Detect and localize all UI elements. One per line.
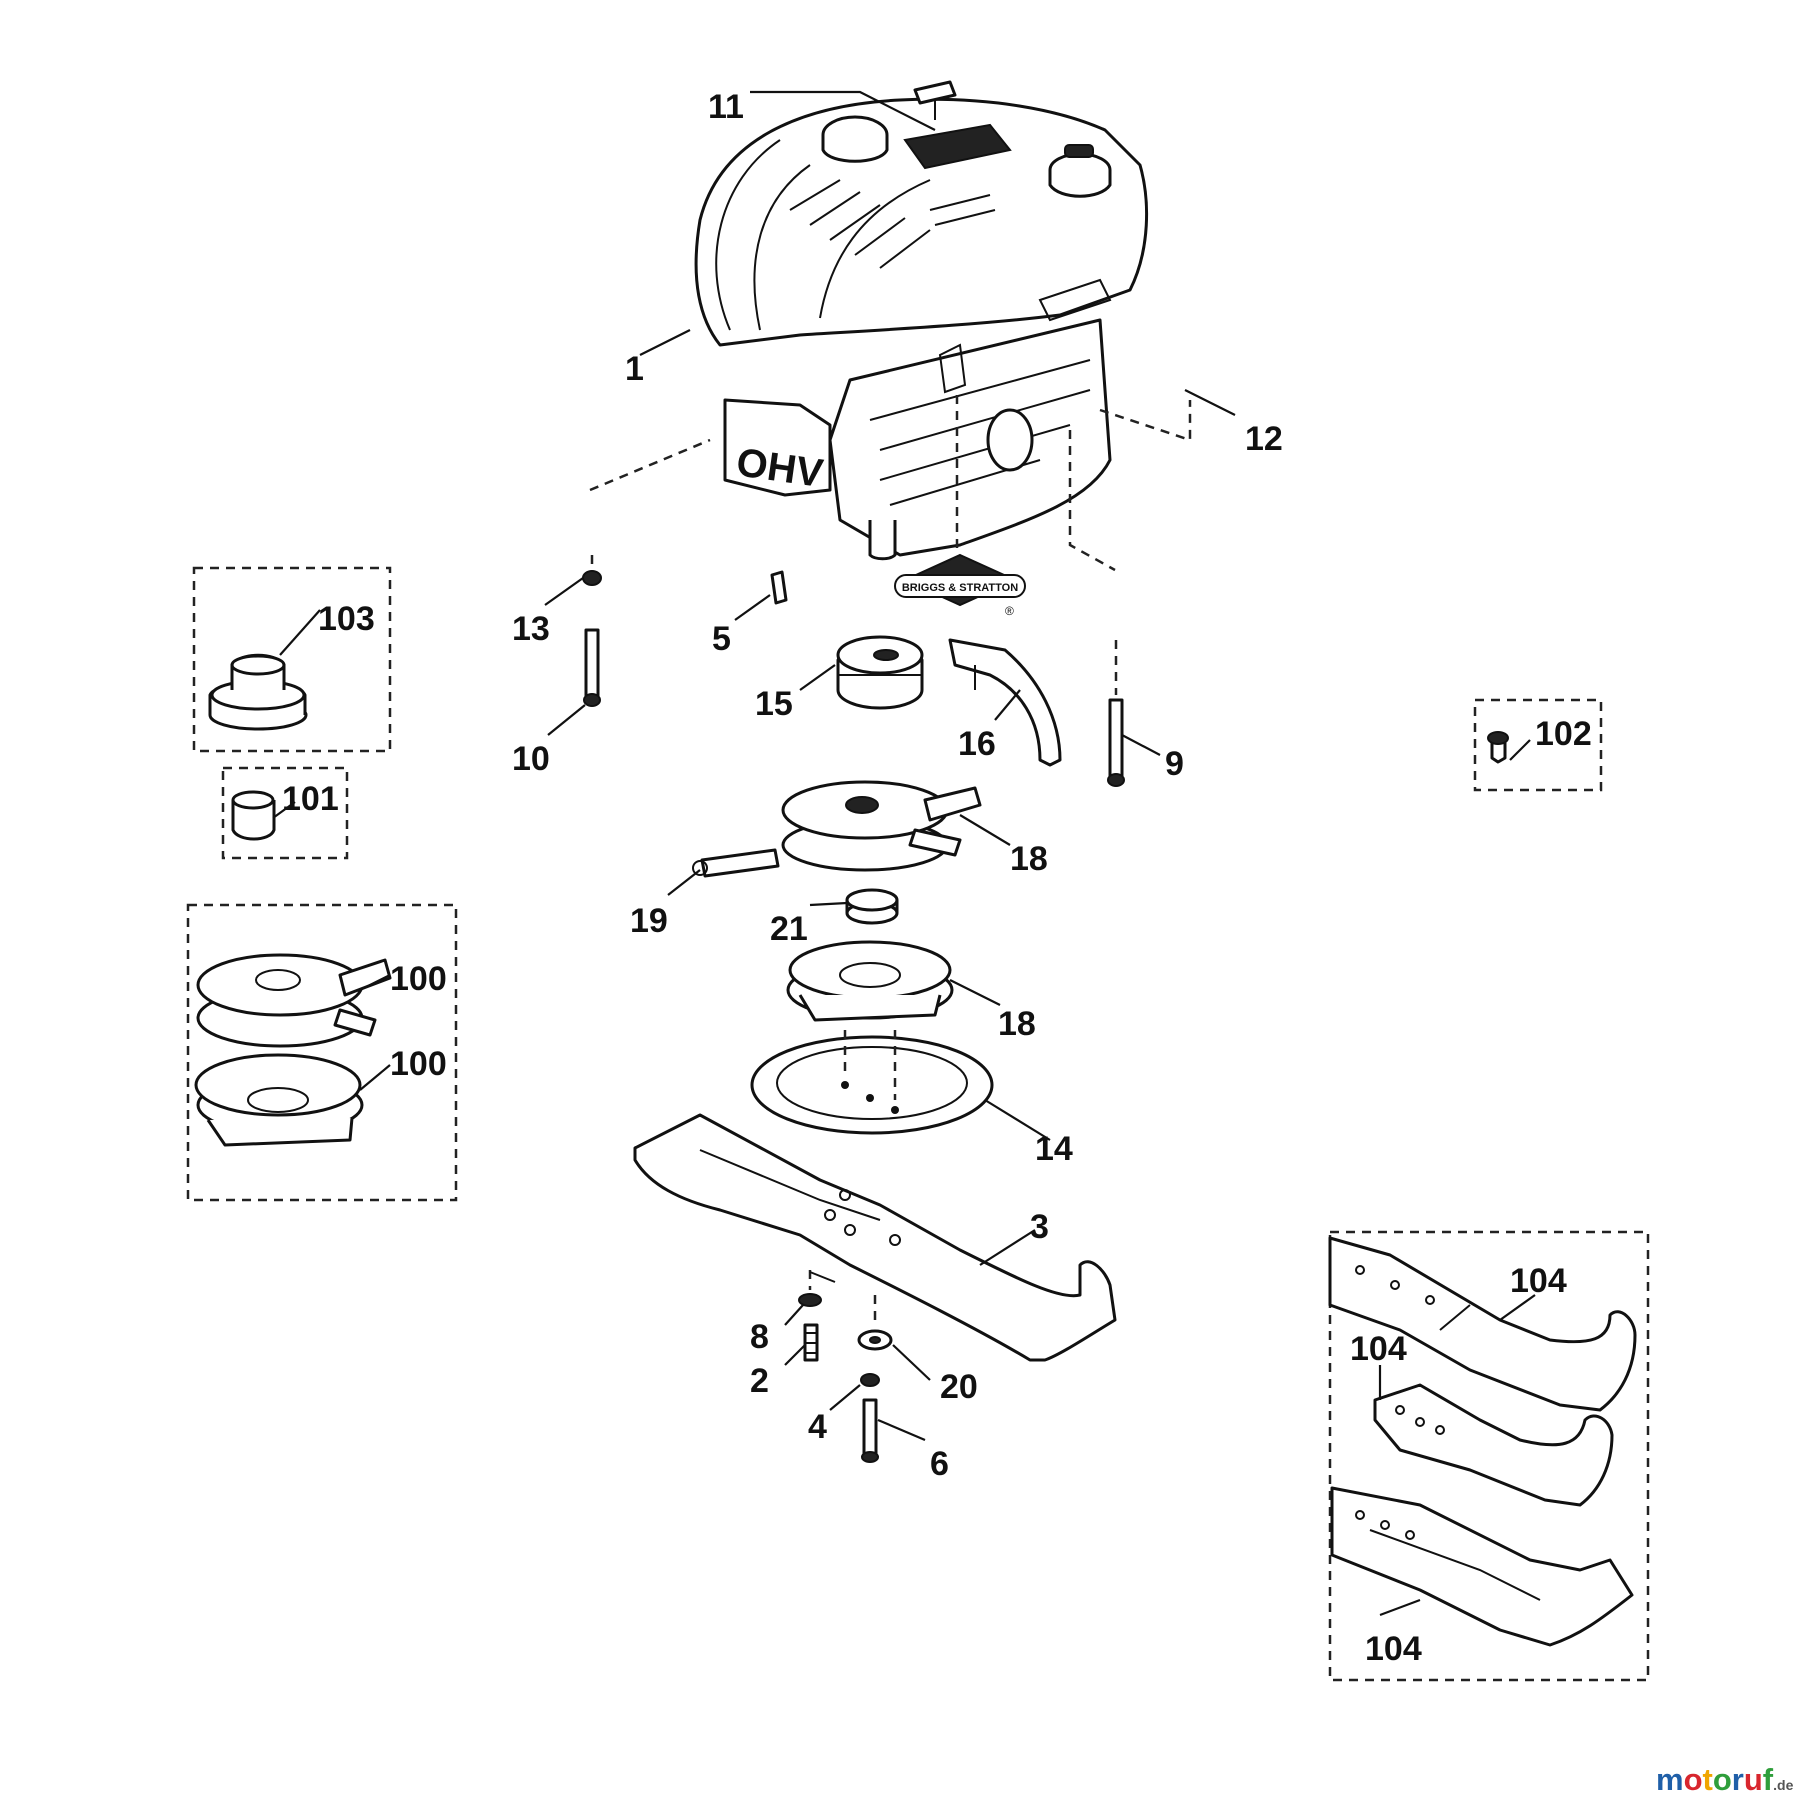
bolt-102 — [1487, 731, 1509, 764]
clutch-housing-18-lower — [786, 940, 954, 1022]
label-5: 5 — [712, 620, 731, 658]
label-104-mid: 104 — [1350, 1330, 1407, 1368]
label-11: 11 — [708, 88, 744, 126]
watermark-letter: r — [1732, 1762, 1744, 1797]
watermark-letter: f — [1763, 1762, 1774, 1797]
bolt-9 — [1107, 640, 1125, 787]
label-3: 3 — [1030, 1208, 1049, 1246]
clutch-plate-18-upper — [781, 780, 982, 872]
blade-3 — [633, 1113, 1117, 1362]
clutch-kit-100 — [194, 953, 392, 1147]
label-101: 101 — [282, 780, 339, 818]
bushing-101 — [231, 790, 276, 841]
label-104-bottom: 104 — [1365, 1630, 1422, 1668]
watermark-letter: t — [1703, 1762, 1713, 1797]
bracket-16 — [948, 638, 1062, 767]
label-1: 1 — [625, 350, 644, 388]
watermark: motoruf.de — [1656, 1762, 1794, 1797]
part-labels: 11 1 12 13 5 15 10 16 9 102 18 19 21 18 … — [282, 88, 1592, 1668]
spacer-15 — [836, 635, 924, 710]
label-100-upper: 100 — [390, 960, 447, 998]
label-20: 20 — [940, 1368, 978, 1406]
pulley-103 — [208, 653, 308, 731]
label-19: 19 — [630, 902, 668, 940]
watermark-letter: o — [1684, 1762, 1703, 1797]
watermark-letter: m — [1656, 1762, 1684, 1797]
label-8: 8 — [750, 1318, 769, 1356]
watermark-letter: o — [1713, 1762, 1732, 1797]
label-13: 13 — [512, 610, 550, 648]
watermark-letter: u — [1744, 1762, 1763, 1797]
bolt-10 — [582, 555, 602, 707]
leader-lines — [272, 90, 1536, 1617]
label-21: 21 — [770, 910, 808, 948]
blade-kit-104 — [1328, 1236, 1637, 1647]
label-12: 12 — [1245, 420, 1283, 458]
label-16: 16 — [958, 725, 996, 763]
brand-badge-text: BRIGGS & STRATTON — [902, 582, 1018, 594]
key-5 — [770, 570, 788, 605]
watermark-suffix: .de — [1773, 1777, 1793, 1793]
label-15: 15 — [755, 685, 793, 723]
label-100-lower: 100 — [390, 1045, 447, 1083]
brand-badge-mark: ® — [1005, 604, 1014, 618]
label-2: 2 — [750, 1362, 769, 1400]
label-10: 10 — [512, 740, 550, 778]
engine-block: OHV — [694, 80, 1149, 561]
label-18-upper: 18 — [1010, 840, 1048, 878]
plate-14 — [750, 1035, 994, 1135]
bearing-21 — [845, 888, 899, 925]
label-14: 14 — [1035, 1130, 1073, 1168]
label-9: 9 — [1165, 745, 1184, 783]
label-103: 103 — [318, 600, 375, 638]
hardware-bottom — [798, 1270, 893, 1463]
label-102: 102 — [1535, 715, 1592, 753]
label-104-top: 104 — [1510, 1262, 1567, 1300]
brand-badge: BRIGGS & STRATTON ® — [894, 553, 1026, 618]
spring-19 — [700, 848, 780, 878]
label-18-lower: 18 — [998, 1005, 1036, 1043]
label-6: 6 — [930, 1445, 949, 1483]
label-4: 4 — [808, 1408, 827, 1446]
